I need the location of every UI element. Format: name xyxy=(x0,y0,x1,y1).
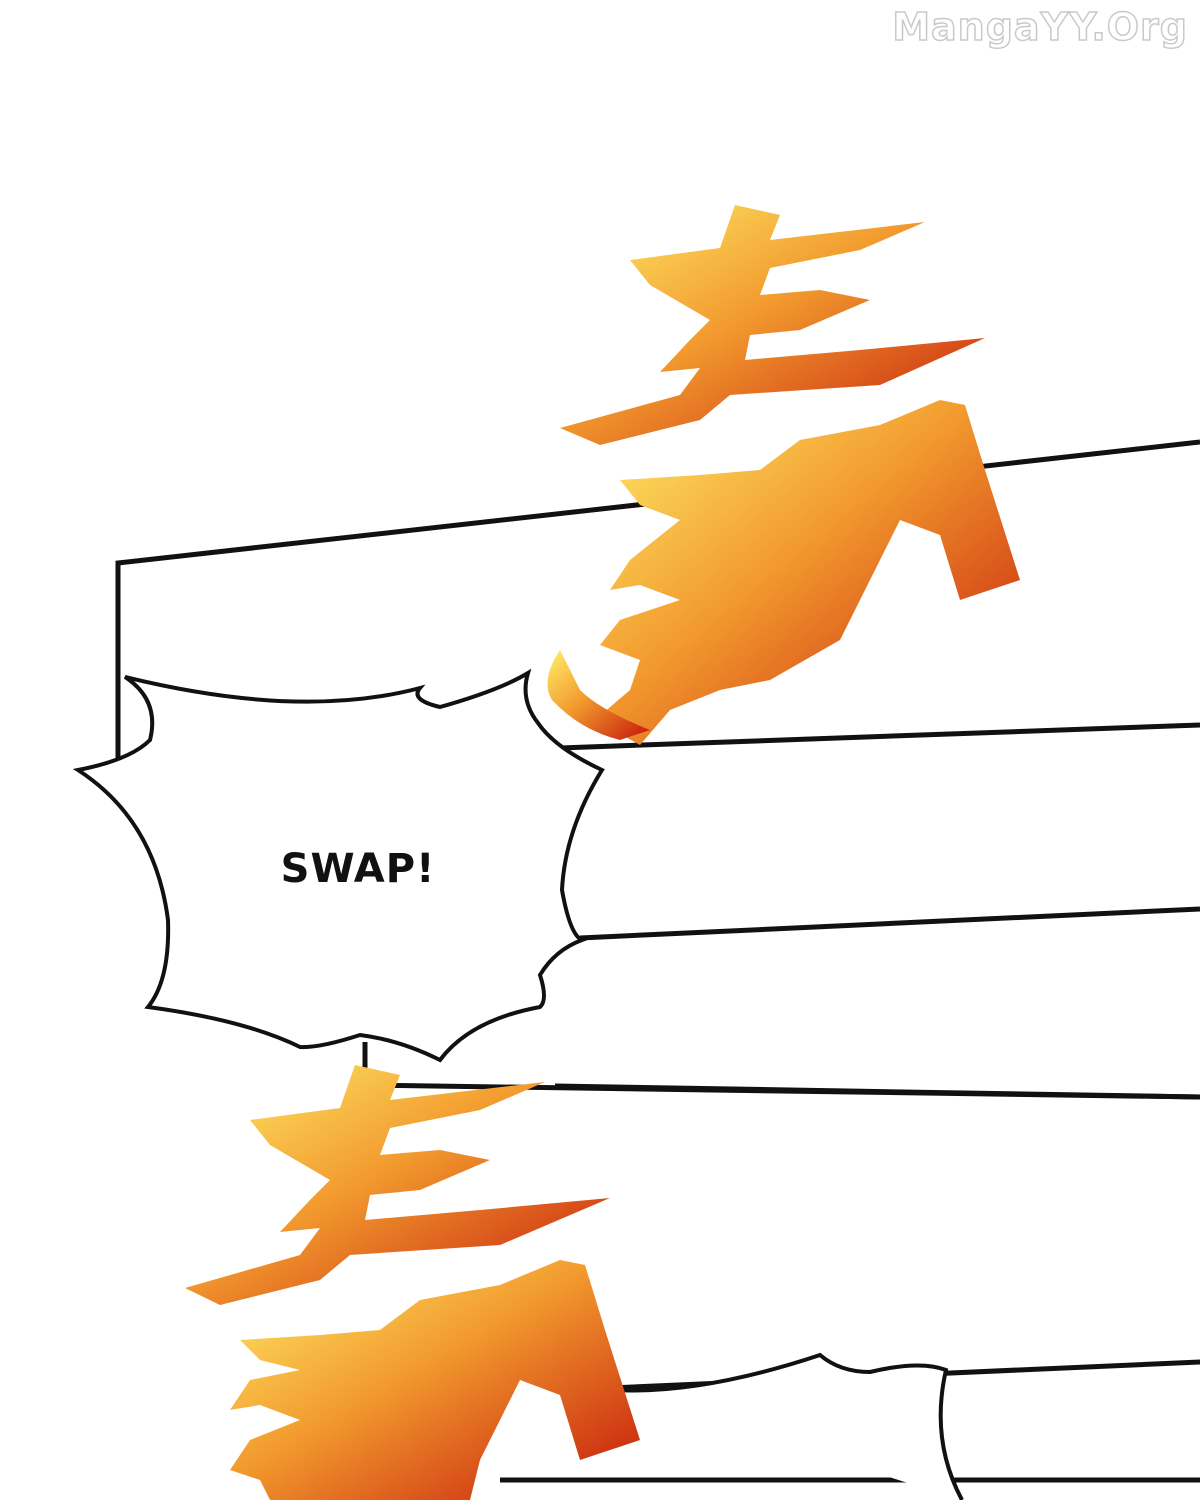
lower-speech-bubble xyxy=(611,1352,964,1500)
watermark: MangaYY.Org xyxy=(891,5,1188,49)
sfx-brush-glyph-upper xyxy=(547,205,1020,745)
speech-bubble xyxy=(72,668,605,1063)
bubble-text: SWAP! xyxy=(280,846,436,892)
sfx-brush-glyph-lower xyxy=(185,1065,640,1500)
